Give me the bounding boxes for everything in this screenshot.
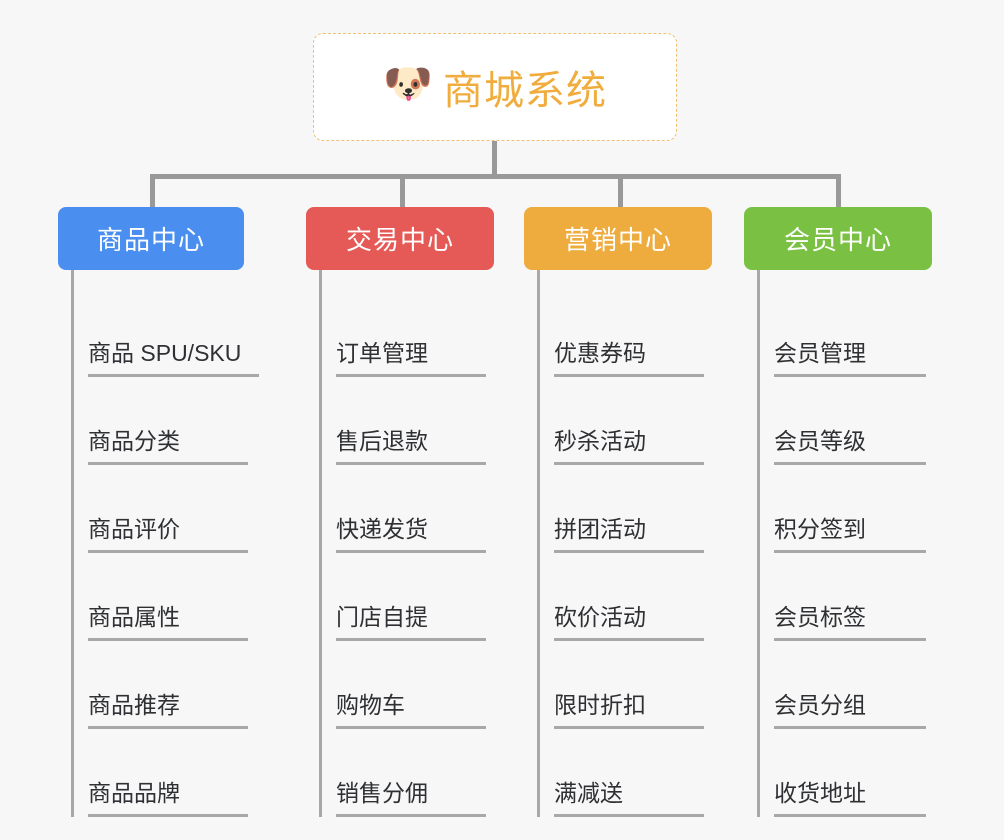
leaf-label: 门店自提: [336, 598, 486, 641]
leaf-label: 收货地址: [774, 774, 926, 817]
leaf-label: 购物车: [336, 686, 486, 729]
branch-column-4: 会员中心 会员管理 会员等级 积分签到 会员标签 会员分组 收货地址: [744, 207, 932, 817]
leaf-label: 订单管理: [336, 334, 486, 377]
leaf-item[interactable]: 购物车: [322, 641, 494, 729]
shiba-dog-face-icon: 🐶: [383, 62, 433, 106]
leaf-item[interactable]: 优惠券码: [540, 289, 712, 377]
leaf-item[interactable]: 会员管理: [760, 289, 932, 377]
leaf-item[interactable]: 满减送: [540, 729, 712, 817]
connector-horizontal-bus: [150, 174, 840, 179]
branch-header-3[interactable]: 营销中心: [524, 207, 712, 270]
leaf-item[interactable]: 收货地址: [760, 729, 932, 817]
leaf-label: 销售分佣: [336, 774, 486, 817]
leaf-list-3: 优惠券码 秒杀活动 拼团活动 砍价活动 限时折扣 满减送: [537, 270, 712, 817]
connector-root-stem: [492, 141, 497, 178]
leaf-item[interactable]: 秒杀活动: [540, 377, 712, 465]
leaf-item[interactable]: 售后退款: [322, 377, 494, 465]
leaf-item[interactable]: 商品推荐: [74, 641, 259, 729]
leaf-item[interactable]: 商品评价: [74, 465, 259, 553]
leaf-item[interactable]: 快递发货: [322, 465, 494, 553]
leaf-item[interactable]: 会员分组: [760, 641, 932, 729]
leaf-label: 积分签到: [774, 510, 926, 553]
leaf-list-1: 商品 SPU/SKU 商品分类 商品评价 商品属性 商品推荐 商品品牌: [71, 270, 260, 817]
leaf-label: 商品推荐: [88, 686, 248, 729]
leaf-item[interactable]: 商品属性: [74, 553, 259, 641]
leaf-item[interactable]: 门店自提: [322, 553, 494, 641]
leaf-label: 售后退款: [336, 422, 486, 465]
leaf-label: 会员标签: [774, 598, 926, 641]
leaf-item[interactable]: 商品 SPU/SKU: [74, 289, 260, 377]
leaf-list-4: 会员管理 会员等级 积分签到 会员标签 会员分组 收货地址: [757, 270, 932, 817]
leaf-label: 优惠券码: [554, 334, 704, 377]
connector-drop-3: [618, 174, 623, 207]
connector-drop-2: [400, 174, 405, 207]
leaf-label: 商品品牌: [88, 774, 248, 817]
leaf-item[interactable]: 砍价活动: [540, 553, 712, 641]
leaf-item[interactable]: 商品品牌: [74, 729, 259, 817]
leaf-label: 会员管理: [774, 334, 926, 377]
leaf-item[interactable]: 积分签到: [760, 465, 932, 553]
root-title: 商城系统: [443, 69, 607, 113]
leaf-item[interactable]: 销售分佣: [322, 729, 494, 817]
leaf-label: 限时折扣: [554, 686, 704, 729]
leaf-item[interactable]: 商品分类: [74, 377, 259, 465]
leaf-label: 满减送: [554, 774, 704, 817]
leaf-item[interactable]: 会员等级: [760, 377, 932, 465]
connector-drop-4: [836, 174, 841, 207]
leaf-label: 快递发货: [336, 510, 486, 553]
root-node[interactable]: 🐶 商城系统: [313, 33, 677, 141]
leaf-label: 商品属性: [88, 598, 248, 641]
leaf-label: 秒杀活动: [554, 422, 704, 465]
leaf-label: 商品评价: [88, 510, 248, 553]
leaf-label: 会员分组: [774, 686, 926, 729]
leaf-item[interactable]: 拼团活动: [540, 465, 712, 553]
leaf-item[interactable]: 订单管理: [322, 289, 494, 377]
leaf-list-2: 订单管理 售后退款 快递发货 门店自提 购物车 销售分佣: [319, 270, 494, 817]
branch-header-1[interactable]: 商品中心: [58, 207, 244, 270]
leaf-label: 商品 SPU/SKU: [88, 334, 260, 377]
branch-header-2[interactable]: 交易中心: [306, 207, 494, 270]
branch-column-1: 商品中心 商品 SPU/SKU 商品分类 商品评价 商品属性 商品推荐 商品品牌: [58, 207, 260, 817]
leaf-item[interactable]: 会员标签: [760, 553, 932, 641]
leaf-label: 会员等级: [774, 422, 926, 465]
leaf-item[interactable]: 限时折扣: [540, 641, 712, 729]
leaf-label: 商品分类: [88, 422, 248, 465]
leaf-label: 砍价活动: [554, 598, 704, 641]
branch-header-4[interactable]: 会员中心: [744, 207, 932, 270]
branch-column-2: 交易中心 订单管理 售后退款 快递发货 门店自提 购物车 销售分佣: [306, 207, 494, 817]
connector-drop-1: [150, 174, 155, 207]
branch-column-3: 营销中心 优惠券码 秒杀活动 拼团活动 砍价活动 限时折扣 满减送: [524, 207, 712, 817]
leaf-label: 拼团活动: [554, 510, 704, 553]
